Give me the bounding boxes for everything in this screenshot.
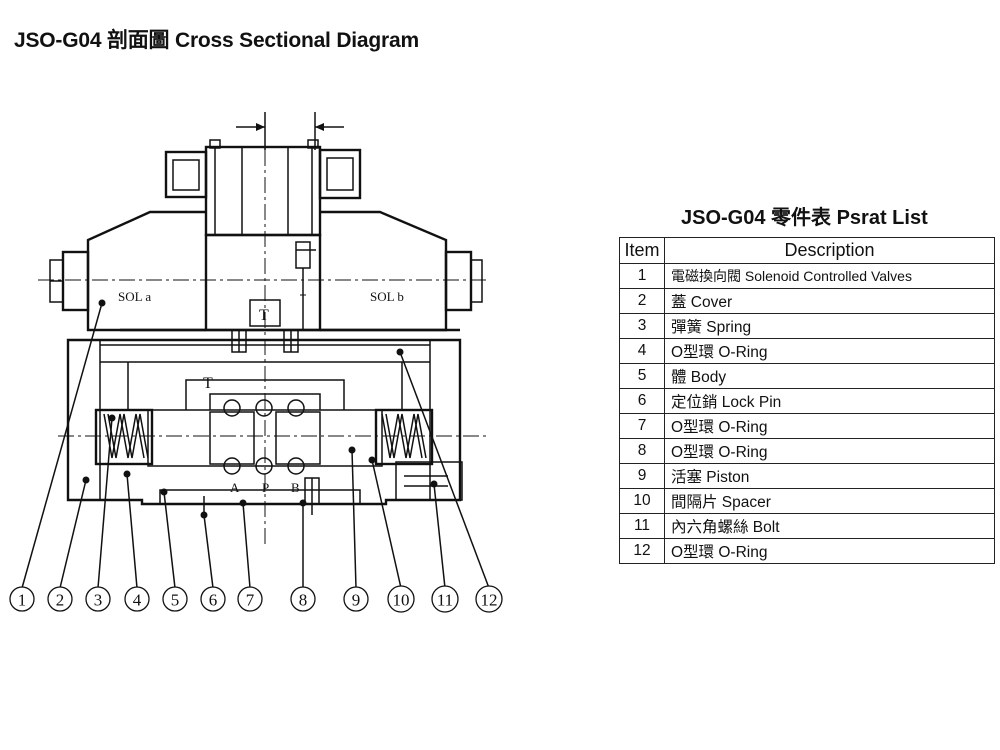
callout-12: 12 <box>475 585 503 613</box>
callout-10: 10 <box>387 585 415 613</box>
item-number: 11 <box>619 513 665 539</box>
item-number: 3 <box>619 313 665 339</box>
callout-1-number: 1 <box>18 591 27 610</box>
callout-11: 11 <box>431 585 459 613</box>
item-number: 12 <box>619 538 665 564</box>
item-description: 活塞 Piston <box>664 463 995 489</box>
item-column-header: Item <box>619 237 665 264</box>
callout-4-number: 4 <box>133 591 142 610</box>
callout-5-number: 5 <box>171 591 180 610</box>
leader-dots <box>82 299 438 519</box>
item-number: 6 <box>619 388 665 414</box>
item-description: 體 Body <box>664 363 995 389</box>
parts-header-row: Item Description <box>619 237 995 264</box>
item-description: O型環 O-Ring <box>664 338 995 364</box>
item-description: 蓋 Cover <box>664 288 995 314</box>
page-title: JSO-G04 剖面圖 Cross Sectional Diagram <box>14 29 419 52</box>
item-description: O型環 O-Ring <box>664 413 995 439</box>
port-b-label: B <box>291 480 300 495</box>
right-spring <box>374 408 434 466</box>
item-number: 8 <box>619 438 665 464</box>
item-description: 定位銷 Lock Pin <box>664 388 995 414</box>
solenoid-valve <box>49 139 483 353</box>
parts-list-title: JSO-G04 零件表 Psrat List <box>681 207 928 229</box>
callout-9-number: 9 <box>352 591 361 610</box>
item-number: 4 <box>619 338 665 364</box>
callout-8: 8 <box>290 586 316 612</box>
item-description: 間隔片 Spacer <box>664 488 995 514</box>
t-port-top-label: T <box>259 307 269 324</box>
port-p-label: P <box>262 480 269 495</box>
item-number: 2 <box>619 288 665 314</box>
callout-3: 3 <box>85 586 111 612</box>
callout-12-number: 12 <box>481 591 498 610</box>
callout-2-number: 2 <box>56 591 65 610</box>
callout-6-number: 6 <box>209 591 218 610</box>
item-description: O型環 O-Ring <box>664 438 995 464</box>
callout-10-number: 10 <box>393 591 410 610</box>
item-description: O型環 O-Ring <box>664 538 995 564</box>
callout-8-number: 8 <box>299 591 308 610</box>
item-description: 彈簧 Spring <box>664 313 995 339</box>
description-column-header: Description <box>664 237 995 264</box>
main-valve-body <box>66 338 463 515</box>
item-number: 5 <box>619 363 665 389</box>
callout-7: 7 <box>237 586 263 612</box>
callout-3-number: 3 <box>94 591 103 610</box>
callout-6: 6 <box>200 586 226 612</box>
port-a-label: A <box>230 480 240 495</box>
callout-2: 2 <box>47 586 73 612</box>
dimension-marks <box>236 112 344 150</box>
item-description: 內六角螺絲 Bolt <box>664 513 995 539</box>
callout-9: 9 <box>343 586 369 612</box>
sol-a-label: SOL a <box>118 289 151 304</box>
item-number: 10 <box>619 488 665 514</box>
item-number: 9 <box>619 463 665 489</box>
callout-1: 1 <box>9 586 35 612</box>
callout-11-number: 11 <box>437 591 453 610</box>
leader-lines <box>21 302 490 589</box>
callout-7-number: 7 <box>246 591 255 610</box>
callout-4: 4 <box>124 586 150 612</box>
callout-5: 5 <box>162 586 188 612</box>
item-description: 電磁換向閥 Solenoid Controlled Valves <box>664 263 995 289</box>
item-number: 1 <box>619 263 665 289</box>
left-spring <box>94 408 154 466</box>
t-port-inner-label: T <box>203 375 213 392</box>
sol-b-label: SOL b <box>370 289 404 304</box>
item-number: 7 <box>619 413 665 439</box>
